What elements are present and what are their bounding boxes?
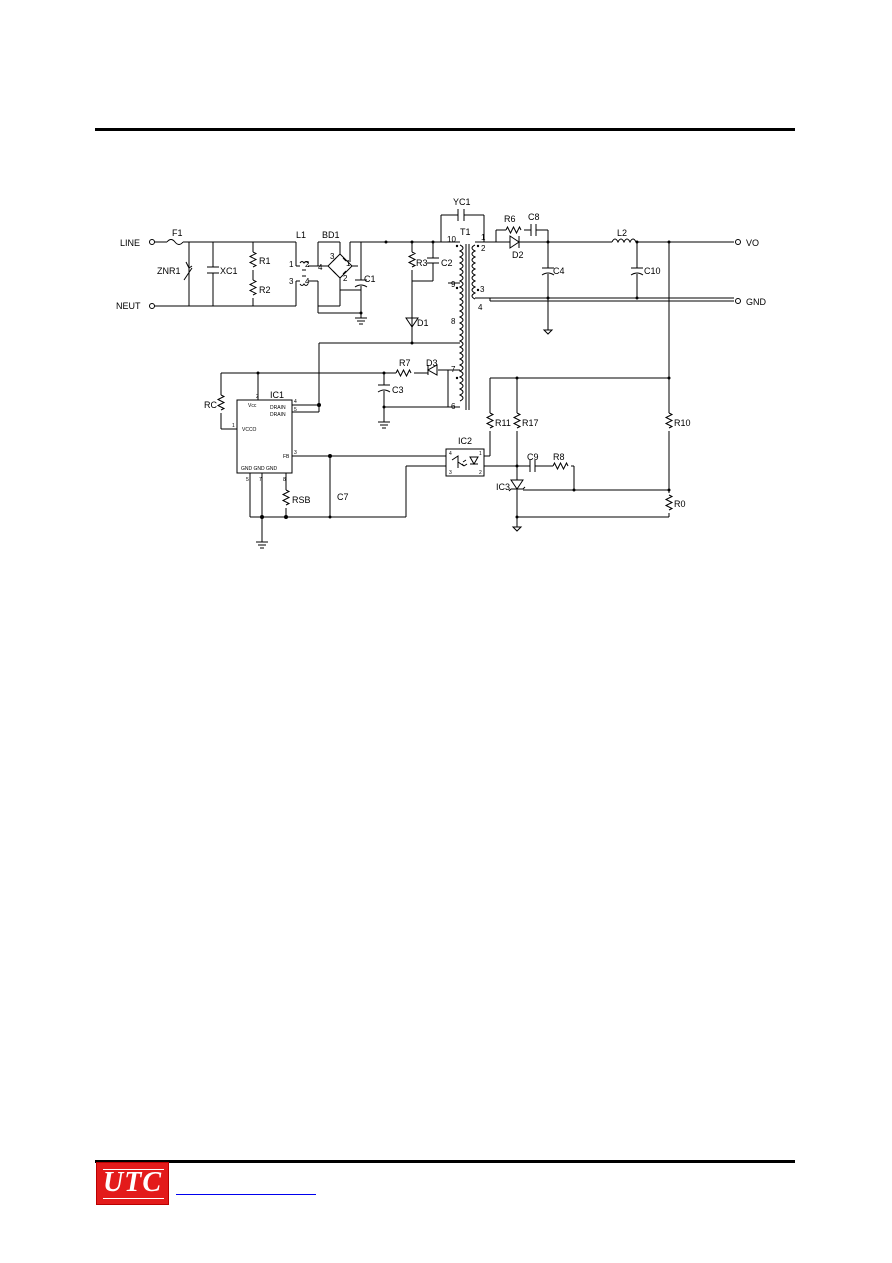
svg-text:FB: FB (283, 454, 290, 460)
label-r6: R6 (504, 214, 516, 224)
schematic-labels: LINE NEUT VO GND F1 ZNR1 XC1 R1 R2 L1 BD… (116, 197, 767, 509)
svg-text:4: 4 (294, 399, 297, 405)
utc-logo: UTC (96, 1162, 169, 1205)
svg-text:3: 3 (289, 277, 294, 286)
svg-text:3: 3 (449, 470, 452, 476)
gnd-terminal-label: GND (746, 297, 767, 307)
label-c10: C10 (644, 266, 661, 276)
logo-text: UTC (103, 1167, 162, 1198)
label-c8: C8 (528, 212, 540, 222)
svg-text:VCCO: VCCO (242, 427, 257, 433)
label-r2: R2 (259, 285, 271, 295)
label-r8: R8 (553, 452, 565, 462)
label-d3: D3 (426, 358, 438, 368)
label-r11: R11 (495, 418, 511, 428)
svg-text:8: 8 (283, 477, 286, 483)
svg-text:1: 1 (346, 259, 351, 268)
svg-text:2: 2 (256, 394, 259, 400)
svg-text:6: 6 (451, 402, 456, 411)
svg-text:3: 3 (294, 450, 297, 456)
label-r9: R0 (674, 499, 686, 509)
ic1-controller (217, 373, 406, 549)
svg-text:2: 2 (343, 274, 348, 283)
label-c7: C7 (337, 492, 349, 502)
primary-snubber (318, 240, 460, 405)
input-wiring (154, 239, 340, 307)
label-d1: D1 (417, 318, 429, 328)
svg-text:4: 4 (478, 303, 483, 312)
vout-terminal-label: VO (746, 238, 759, 248)
svg-text:2: 2 (305, 260, 310, 269)
secondary-output (489, 224, 741, 335)
neutral-terminal-label: NEUT (116, 301, 141, 311)
svg-text:DRAIN: DRAIN (270, 412, 286, 418)
svg-text:1: 1 (479, 451, 482, 457)
label-r10: R10 (674, 418, 691, 428)
label-t1: T1 (460, 227, 471, 237)
label-r17: R17 (522, 418, 539, 428)
svg-text:7: 7 (259, 477, 262, 483)
label-znr1: ZNR1 (157, 266, 181, 276)
svg-text:5: 5 (246, 477, 249, 483)
label-rsb: RSB (292, 495, 311, 505)
svg-text:DRAIN: DRAIN (270, 405, 286, 411)
label-f1: F1 (172, 228, 183, 238)
svg-text:2: 2 (481, 244, 486, 253)
label-r1: R1 (259, 256, 271, 266)
website-link[interactable] (176, 1194, 316, 1195)
line-terminal-label: LINE (120, 238, 140, 248)
label-l2: L2 (617, 228, 627, 238)
label-yc1: YC1 (453, 197, 471, 207)
svg-text:3: 3 (330, 252, 335, 261)
header-rule (95, 128, 795, 131)
label-l1: L1 (296, 230, 306, 240)
svg-text:4: 4 (318, 263, 323, 272)
label-c9: C9 (527, 452, 539, 462)
svg-text:4: 4 (305, 277, 310, 286)
svg-text:9: 9 (451, 280, 456, 289)
svg-text:1: 1 (232, 423, 235, 429)
svg-text:5: 5 (294, 407, 297, 413)
svg-text:Vcc: Vcc (248, 403, 257, 409)
transformer-t1 (448, 241, 490, 410)
label-r7: R7 (399, 358, 411, 368)
yc1-capacitor (440, 209, 485, 242)
label-c2: C2 (441, 258, 453, 268)
svg-text:8: 8 (451, 317, 456, 326)
svg-text:7: 7 (451, 365, 456, 374)
label-ic3: IC3 (496, 482, 510, 492)
svg-text:3: 3 (480, 285, 485, 294)
bridge-rectifier (317, 240, 412, 325)
footer-rule (95, 1160, 795, 1163)
label-ic1: IC1 (270, 390, 284, 400)
svg-text:1: 1 (289, 260, 294, 269)
label-c3: C3 (392, 385, 404, 395)
svg-text:4: 4 (449, 451, 452, 457)
svg-text:10: 10 (447, 235, 456, 244)
label-d2: D2 (512, 250, 524, 260)
aux-winding (221, 364, 449, 429)
label-bd1: BD1 (322, 230, 340, 240)
label-c4: C4 (553, 266, 565, 276)
label-ic2: IC2 (458, 436, 472, 446)
label-r3: R3 (416, 258, 428, 268)
label-xc1: XC1 (220, 266, 238, 276)
label-c1: C1 (364, 274, 376, 284)
feedback-network (484, 242, 673, 532)
svg-text:1: 1 (481, 233, 486, 242)
svg-text:GND GND GND: GND GND GND (241, 466, 278, 472)
svg-text:2: 2 (479, 470, 482, 476)
ic2-optocoupler (330, 448, 485, 517)
label-rc: RC (204, 400, 217, 410)
